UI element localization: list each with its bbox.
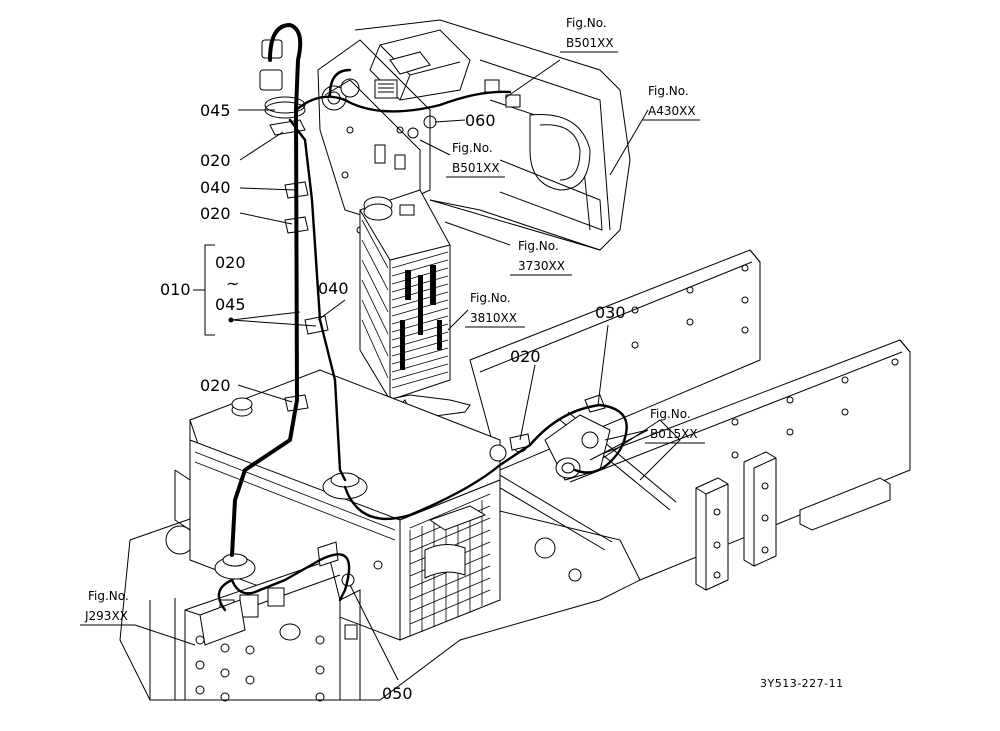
label-050: 050 xyxy=(382,684,413,703)
label-010: 010 xyxy=(160,280,191,299)
fig-ref-3810xx: Fig.No. 3810XX xyxy=(465,291,525,328)
label-020-range-start: 020 xyxy=(215,253,246,272)
wire-harness xyxy=(217,23,628,612)
label-040-b: 040 xyxy=(318,279,349,298)
svg-text:Fig.No.: Fig.No. xyxy=(648,84,689,98)
leader-lines xyxy=(134,59,649,681)
label-020-d: 020 xyxy=(510,347,541,366)
svg-text:Fig.No.: Fig.No. xyxy=(518,239,559,253)
lower-valve-block xyxy=(149,541,383,702)
svg-text:B015XX: B015XX xyxy=(650,427,698,441)
svg-text:J293XX: J293XX xyxy=(84,609,128,623)
diagram-code: 3Y513-227-11 xyxy=(760,677,844,690)
battery xyxy=(174,369,501,641)
fig-ref-j293xx: Fig.No. J293XX xyxy=(80,589,135,626)
svg-text:Fig.No.: Fig.No. xyxy=(650,407,691,421)
label-020-b: 020 xyxy=(200,204,231,223)
svg-text:Fig.No.: Fig.No. xyxy=(470,291,511,305)
svg-text:B501XX: B501XX xyxy=(452,161,500,175)
label-060: 060 xyxy=(465,111,496,130)
label-020-a: 020 xyxy=(200,151,231,170)
svg-text:Fig.No.: Fig.No. xyxy=(88,589,129,603)
label-range-symbol: ~ xyxy=(226,274,239,293)
label-045-range-end: 045 xyxy=(215,295,246,314)
figure-references: Fig.No. B501XX Fig.No. A430XX Fig.No. B5… xyxy=(80,16,705,626)
part-number-labels: 045 020 040 020 010 020 ~ 045 040 020 02… xyxy=(160,101,626,703)
fig-ref-a430xx: Fig.No. A430XX xyxy=(642,84,700,121)
label-040-a: 040 xyxy=(200,178,231,197)
svg-text:A430XX: A430XX xyxy=(648,104,696,118)
label-030: 030 xyxy=(595,303,626,322)
engine-sensor xyxy=(489,394,611,481)
svg-text:Fig.No.: Fig.No. xyxy=(566,16,607,30)
control-bracket xyxy=(321,19,631,251)
svg-text:B501XX: B501XX xyxy=(566,36,614,50)
svg-text:Fig.No.: Fig.No. xyxy=(452,141,493,155)
svg-text:3730XX: 3730XX xyxy=(518,259,565,273)
svg-text:3810XX: 3810XX xyxy=(470,311,517,325)
chassis-frame xyxy=(119,249,911,701)
label-020-c: 020 xyxy=(200,376,231,395)
battery-terminal-boots xyxy=(214,472,368,580)
fig-ref-b501xx-mid: Fig.No. B501XX xyxy=(446,141,505,178)
fig-ref-b501xx-top: Fig.No. B501XX xyxy=(560,16,618,53)
label-045-top: 045 xyxy=(200,101,231,120)
fig-ref-b015xx: Fig.No. B015XX xyxy=(645,407,705,444)
fig-ref-3730xx: Fig.No. 3730XX xyxy=(510,239,572,276)
